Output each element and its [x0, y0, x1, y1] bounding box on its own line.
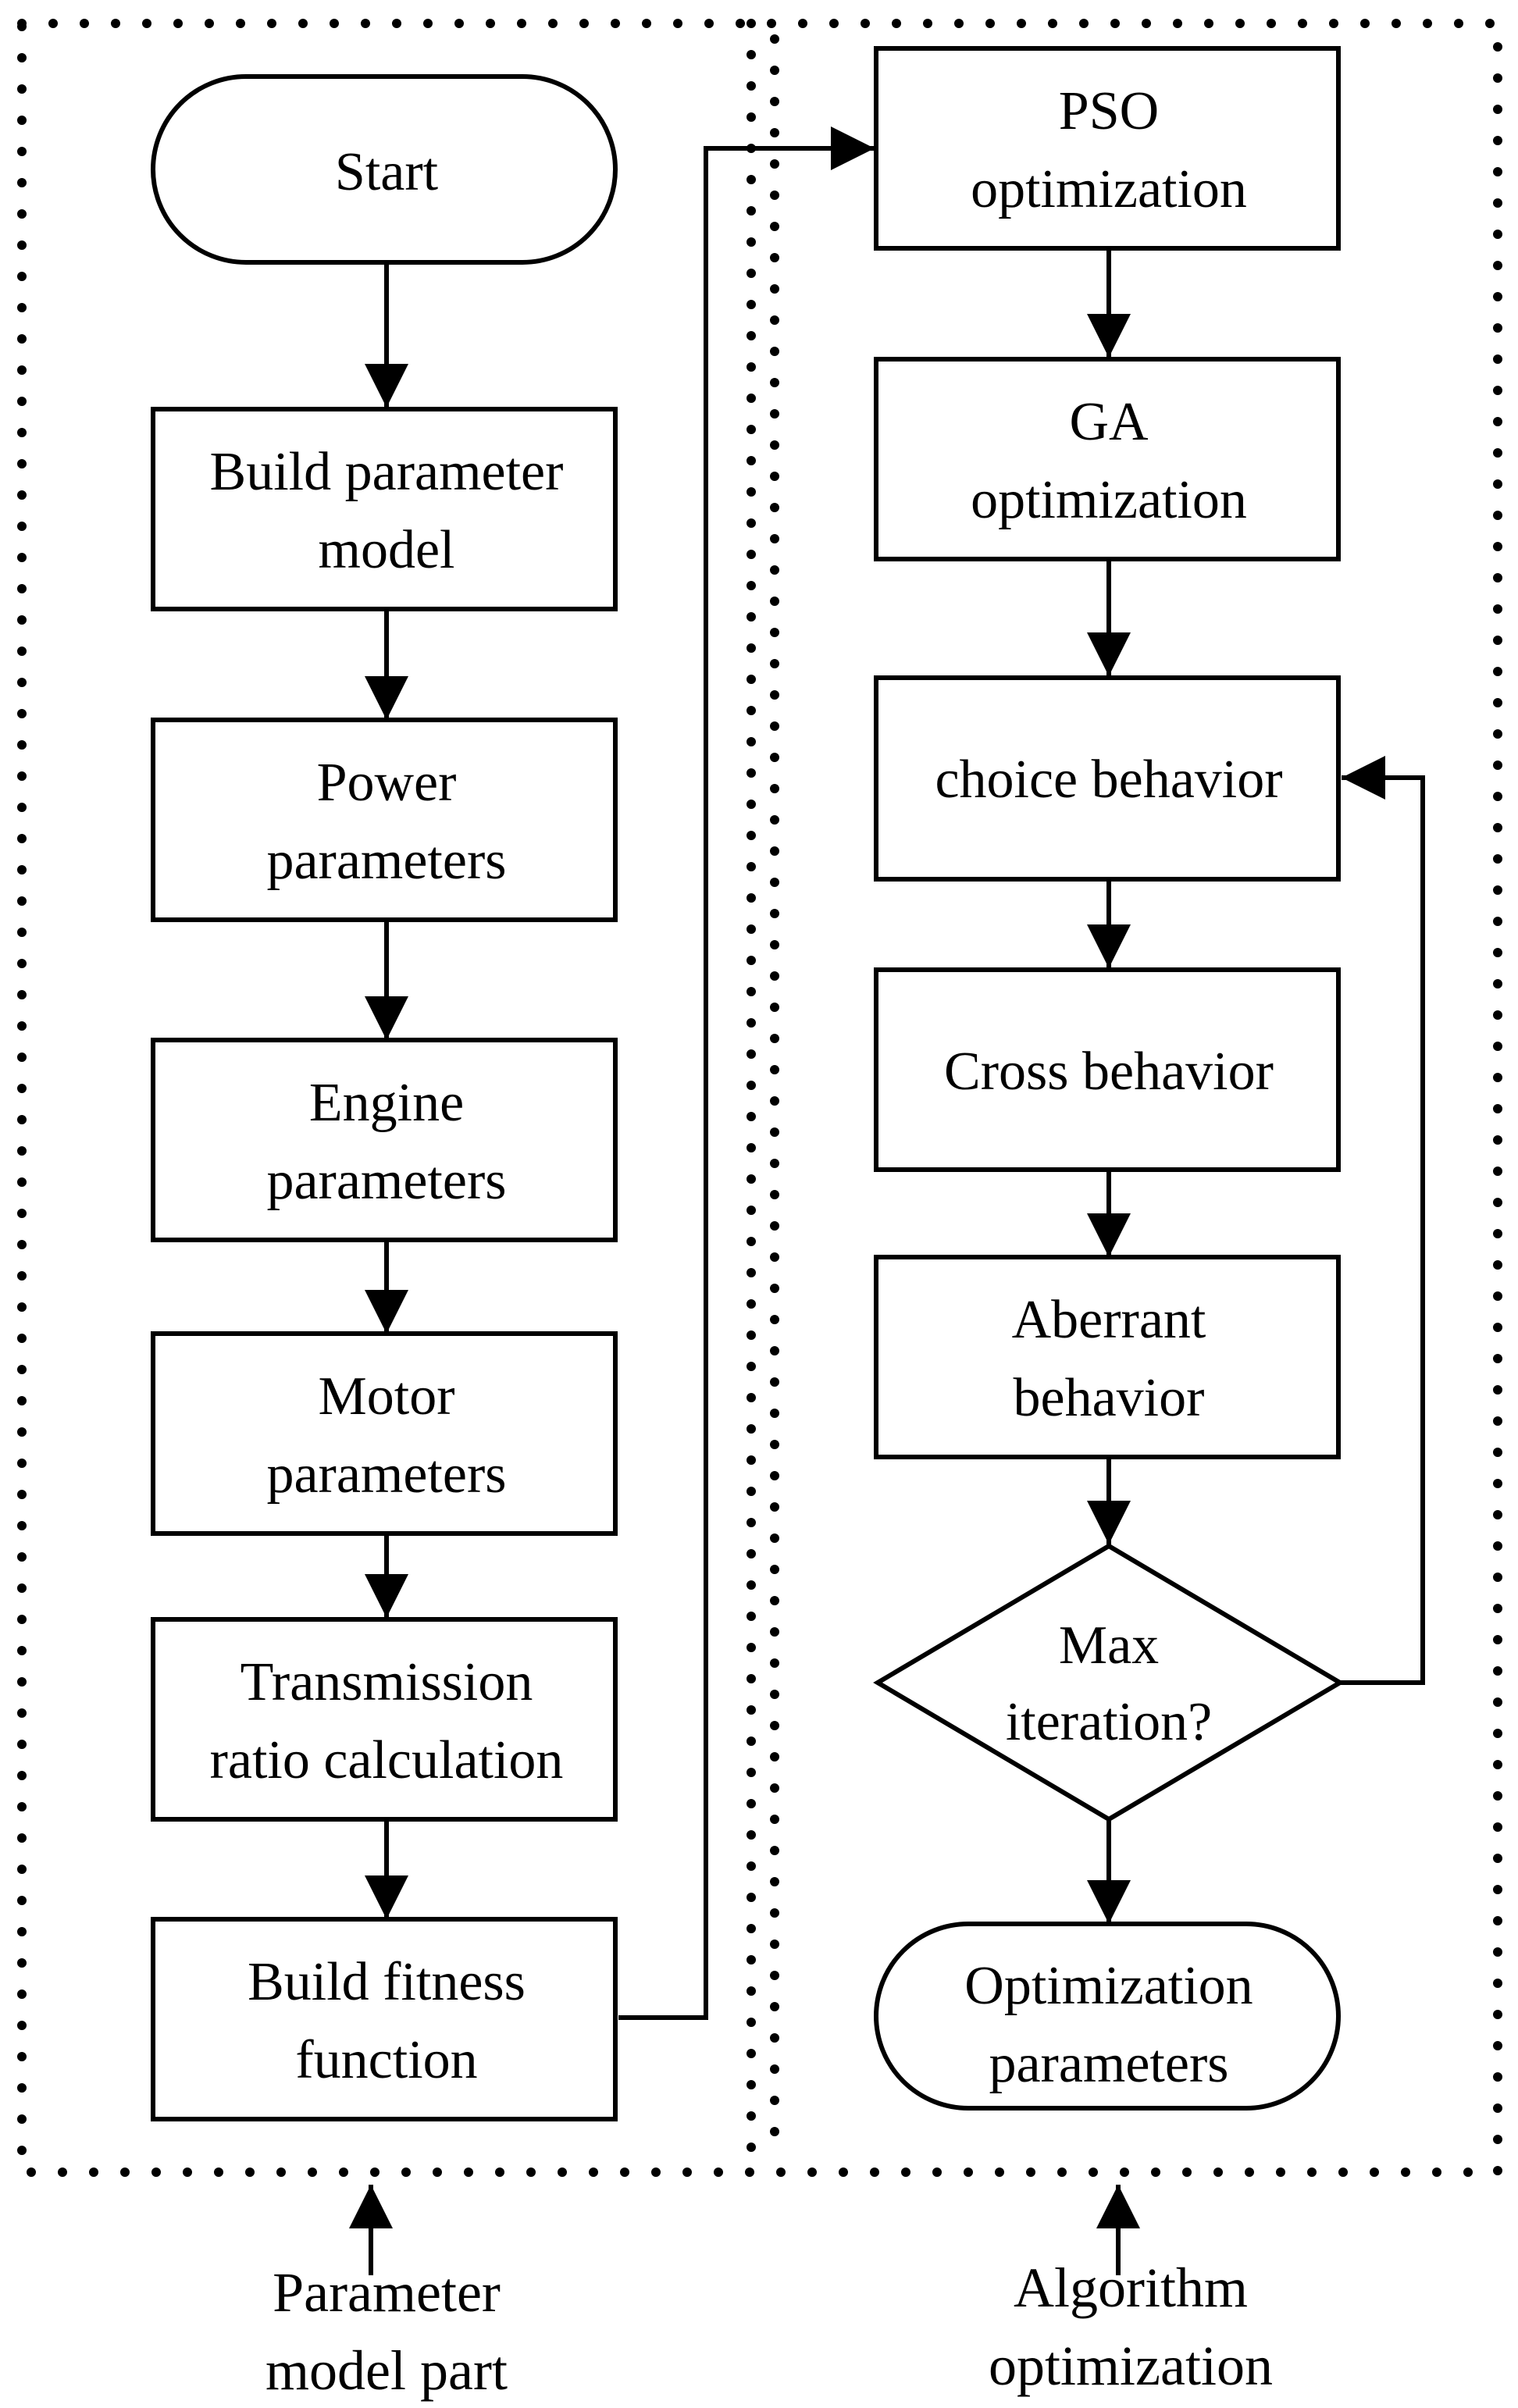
build-model-label-line1: Build parameter [210, 442, 564, 502]
right-section-label-line2: optimization [989, 2335, 1273, 2397]
choice-box [874, 675, 1341, 882]
start-label: Start [335, 142, 439, 202]
connectors [349, 126, 1425, 2275]
engine-params-box [151, 1038, 618, 1242]
opt-params-label-line2: parameters [989, 2034, 1228, 2094]
build-model-box [151, 407, 618, 611]
ga-label-line1: GA [1069, 392, 1149, 452]
left-column-nodes [151, 74, 618, 2121]
transmission-label-line1: Transmission [241, 1652, 533, 1712]
opt-params-label-line1: Optimization [964, 1956, 1253, 2016]
right-column-nodes [873, 46, 1345, 2111]
fitness-label-line1: Build fitness [248, 1952, 526, 2012]
transmission-label-line2: ratio calculation [210, 1730, 564, 1790]
right-section-label-line1: Algorithm [1014, 2257, 1248, 2319]
motor-label-line1: Motor [319, 1366, 455, 1427]
power-label-line1: Power [317, 753, 457, 813]
pso-box [874, 46, 1341, 251]
opt-params-terminal [874, 1922, 1341, 2111]
aberrant-label-line1: Aberrant [1012, 1290, 1206, 1350]
transmission-box [151, 1617, 618, 1822]
cross-label: Cross behavior [944, 1042, 1274, 1102]
choice-label: choice behavior [935, 750, 1282, 810]
fitness-box [151, 1917, 618, 2121]
ga-label-line2: optimization [971, 470, 1247, 530]
section-borders [17, 19, 1502, 2177]
max-iteration-label-line1: Max [1059, 1615, 1159, 1676]
build-model-label-line2: model [319, 520, 455, 580]
left-section-label-line1: Parameter [273, 2261, 501, 2324]
left-section-label-line2: model part [265, 2339, 508, 2402]
pso-label-line1: PSO [1059, 81, 1159, 141]
motor-label-line2: parameters [266, 1444, 506, 1505]
start-terminal [151, 74, 618, 265]
section-captions: Parameter model part Algorithm optimizat… [265, 2257, 1273, 2402]
cross-box [874, 967, 1341, 1172]
pso-label-line2: optimization [971, 159, 1247, 219]
ga-box [874, 357, 1341, 561]
fitness-label-line2: function [295, 2030, 477, 2090]
engine-label-line1: Engine [309, 1073, 464, 1133]
motor-params-box [151, 1331, 618, 1536]
arrow-fitness-to-pso [618, 126, 875, 2020]
max-iteration-label-line2: iteration? [1006, 1692, 1212, 1752]
power-params-box [151, 718, 618, 922]
aberrant-box [874, 1255, 1341, 1459]
arrow-decision-loop-to-choice [1340, 756, 1425, 1685]
aberrant-label-line2: behavior [1014, 1368, 1205, 1428]
max-iteration-decision [873, 1543, 1345, 1822]
node-labels: Start Build parameter model Power parame… [210, 81, 1283, 2094]
power-label-line2: parameters [266, 831, 506, 891]
engine-label-line2: parameters [266, 1151, 506, 1211]
